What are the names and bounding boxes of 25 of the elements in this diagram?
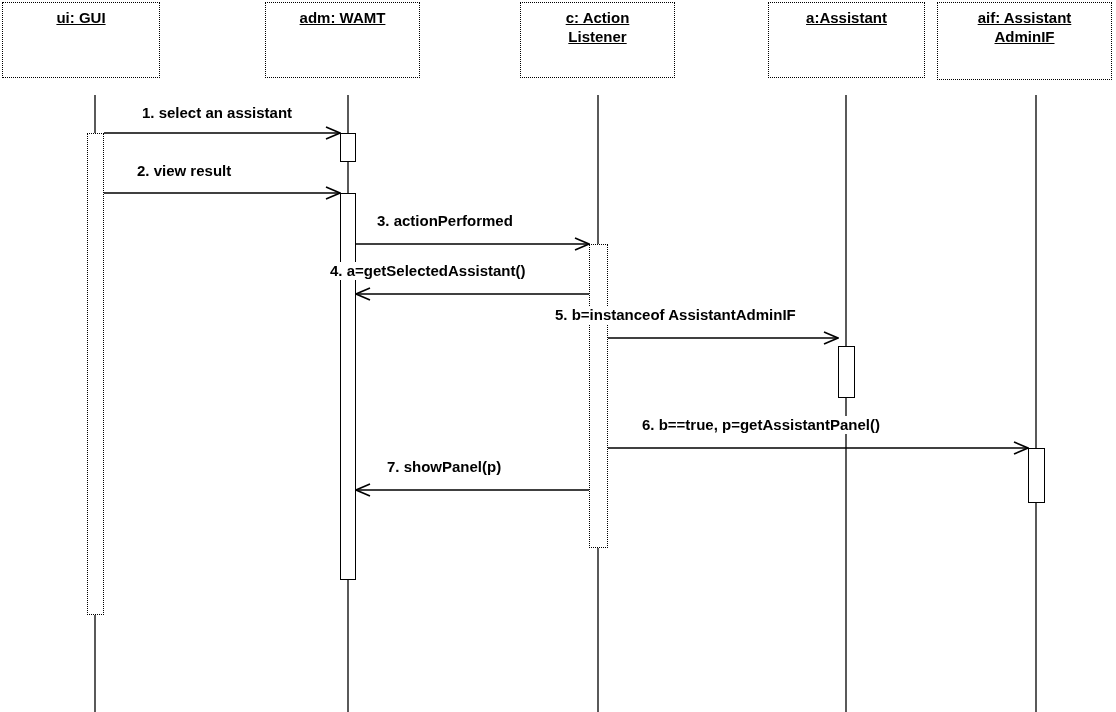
participant-box [768, 2, 925, 78]
message-arrow [103, 126, 341, 140]
participant-name: ui: GUI [56, 8, 106, 27]
message-arrow [355, 287, 590, 301]
message-arrow [355, 483, 590, 497]
message-arrow [607, 441, 1029, 455]
message-label: 6. b==true, p=getAssistantPanel() [640, 416, 882, 434]
participant-box [2, 2, 160, 78]
activation-bar [1028, 448, 1045, 503]
participant-box [937, 2, 1112, 80]
activation-bar [838, 346, 855, 398]
participant-box [520, 2, 675, 78]
participant-name: c: Action Listener [564, 8, 631, 46]
participant-name: adm: WAMT [299, 8, 386, 27]
participant-box [265, 2, 420, 78]
participant-name: aif: Assistant AdminIF [976, 8, 1073, 46]
message-arrow [103, 186, 341, 200]
message-label: 7. showPanel(p) [385, 458, 504, 476]
activation-bar [87, 133, 104, 615]
message-arrow [607, 331, 839, 345]
activation-bar [340, 133, 356, 162]
message-label: 4. a=getSelectedAssistant() [328, 262, 528, 280]
message-label: 5. b=instanceof AssistantAdminIF [553, 306, 798, 324]
participant-name: a:Assistant [806, 8, 887, 27]
message-arrow [355, 237, 590, 251]
